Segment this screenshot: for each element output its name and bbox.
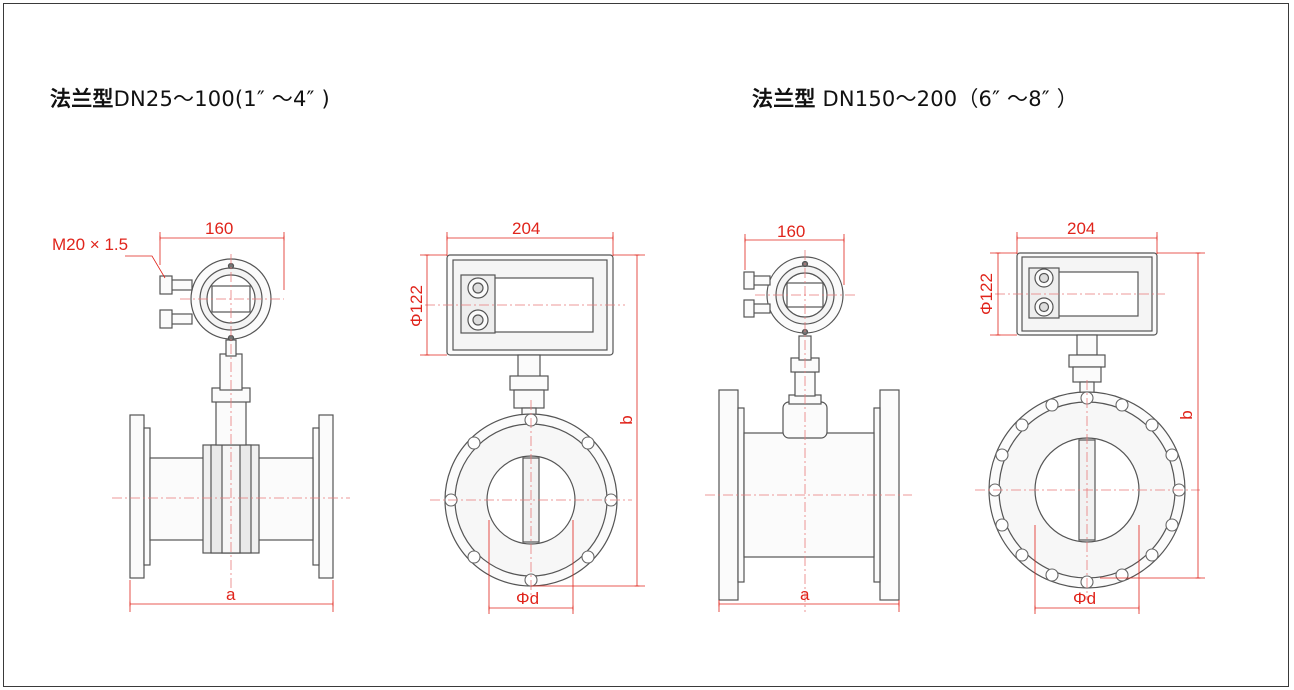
dim-204-view4: 204: [1067, 219, 1095, 238]
dim-phi122-view4: Φ122: [977, 273, 996, 315]
view-small-side: [129, 258, 334, 579]
dim-204-view2: 204: [512, 219, 540, 238]
drawing-frame: [3, 3, 1289, 687]
centerlines-view1: [112, 254, 350, 590]
dim-b-view4: b: [1177, 410, 1196, 419]
dim-a-view1: a: [226, 585, 236, 604]
centerlines-view3: [705, 250, 912, 612]
dim-phid-view2: Φd: [516, 589, 539, 608]
dims-view3: [718, 234, 900, 612]
title-large-flange: 法兰型 DN150～200（6″ ～8″ ）: [752, 86, 1078, 111]
dim-phid-view4: Φd: [1073, 589, 1096, 608]
dims-view2: [420, 232, 645, 614]
dim-thread: M20 × 1.5: [52, 235, 128, 254]
dim-b-view2: b: [617, 415, 636, 424]
dim-160-view1: 160: [205, 219, 233, 238]
title-small-flange: 法兰型DN25～100(1″ ～4″ ): [50, 86, 330, 111]
view-large-side: [718, 256, 900, 601]
centerlines-view2: [425, 304, 632, 595]
dims-view1: [125, 232, 334, 612]
dim-a-view3: a: [800, 585, 810, 604]
dim-160-view3: 160: [777, 222, 805, 241]
dim-phi122-view2: Φ122: [407, 285, 426, 327]
dims-view4: [990, 232, 1205, 614]
centerlines-view4: [975, 293, 1200, 600]
